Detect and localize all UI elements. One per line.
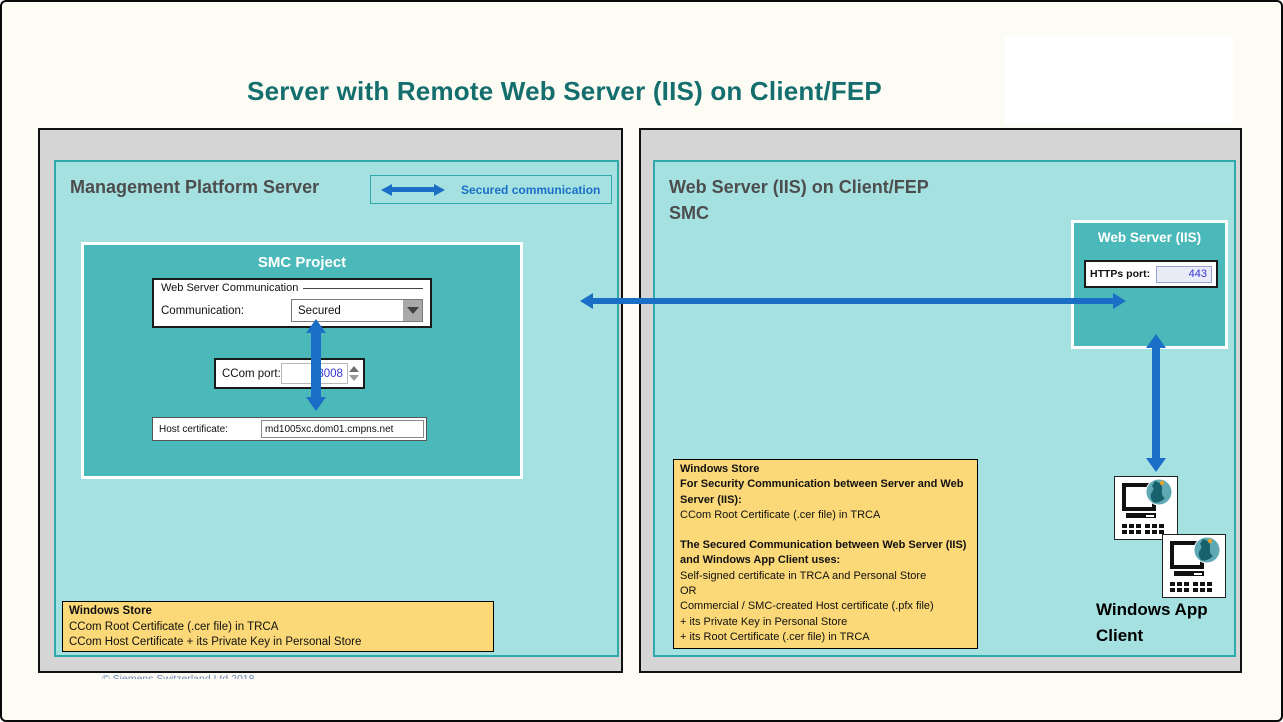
https-port-label: HTTPs port: [1090, 268, 1151, 280]
ccom-port-value: 8008 [317, 367, 343, 380]
web-server-client-panel: Web Server (IIS) on Client/FEP SMC Web S… [639, 128, 1242, 673]
store-line: Commercial / SMC-created Host certificat… [680, 600, 934, 613]
store-line: CCom Root Certificate (.cer file) in TRC… [69, 620, 279, 633]
store-line: The Secured Communication between Web Se… [680, 539, 967, 567]
smc-internal-arrow [306, 319, 326, 411]
communication-selected-value: Secured [298, 304, 341, 317]
https-port-value: 443 [1188, 268, 1207, 280]
host-certificate-box: Host certificate: md1005xc.dom01.cmpns.n… [152, 417, 427, 441]
store-title: Windows Store [69, 605, 152, 617]
https-port-input[interactable]: 443 [1156, 265, 1212, 283]
smc-project-box: SMC Project Web Server Communication Com… [81, 242, 523, 479]
management-platform-server-inner: Management Platform Server Secured commu… [54, 160, 619, 657]
chevron-down-icon[interactable] [401, 300, 422, 321]
webserver-client-arrow [1146, 334, 1166, 472]
store-line: OR [680, 585, 697, 598]
store-line: CCom Host Certificate + its Private Key … [69, 636, 362, 648]
spinner-control[interactable] [348, 363, 360, 384]
right-panel-title: Web Server (IIS) on Client/FEP SMC [669, 174, 929, 226]
legend-label: Secured communication [461, 182, 601, 197]
store-title: Windows Store [680, 463, 760, 475]
ccom-port-box: CCom port: 8008 [214, 358, 365, 389]
host-certificate-value: md1005xc.dom01.cmpns.net [265, 423, 394, 435]
smc-project-title: SMC Project [257, 254, 347, 271]
blank-note-box [1005, 37, 1233, 125]
store-line: + its Root Certificate (.cer file) in TR… [680, 630, 870, 643]
web-server-client-inner: Web Server (IIS) on Client/FEP SMC Web S… [653, 160, 1236, 657]
communication-label: Communication: [161, 304, 245, 317]
store-line: + its Private Key in Personal Store [680, 615, 848, 628]
windows-store-note-left: Windows Store CCom Root Certificate (.ce… [62, 601, 494, 652]
management-platform-server-panel: Management Platform Server Secured commu… [38, 128, 623, 673]
web-server-iis-title: Web Server (IIS) [1097, 230, 1202, 245]
web-server-communication-groupbox: Web Server Communication Communication: … [152, 278, 432, 328]
host-certificate-input[interactable]: md1005xc.dom01.cmpns.net [261, 420, 424, 438]
footer-copyright: © Siemens Switzerland Ltd 2018 [102, 673, 255, 679]
groupbox-rule [303, 287, 423, 289]
app-client-icon [1162, 534, 1226, 598]
secured-communication-arrow [580, 292, 1126, 309]
host-certificate-label: Host certificate: [159, 423, 228, 435]
windows-store-note-right: Windows Store For Security Communication… [673, 459, 978, 649]
store-spacer [680, 523, 971, 538]
communication-select[interactable]: Secured [291, 299, 423, 322]
store-line: For Security Communication between Serve… [680, 478, 964, 506]
ccom-port-label: CCom port: [222, 367, 281, 380]
store-line: CCom Root Certificate (.cer file) in TRC… [680, 508, 881, 521]
groupbox-label: Web Server Communication [161, 282, 299, 294]
right-panel-title-line1: Web Server (IIS) on Client/FEP [669, 177, 929, 197]
spinner-up-icon[interactable] [348, 366, 359, 372]
app-client-icon [1114, 476, 1178, 540]
groupbox-header: Web Server Communication [161, 282, 423, 294]
spinner-down-icon[interactable] [348, 375, 359, 381]
web-server-iis-box: Web Server (IIS) HTTPs port: 443 [1071, 220, 1228, 349]
windows-app-client-label: Windows App Client [1096, 600, 1208, 645]
double-arrow-icon [381, 183, 445, 196]
https-port-box: HTTPs port: 443 [1084, 260, 1218, 288]
page-title: Server with Remote Web Server (IIS) on C… [247, 76, 882, 106]
store-line: Self-signed certificate in TRCA and Pers… [680, 569, 927, 582]
right-panel-title-line2: SMC [669, 203, 709, 223]
left-panel-title: Management Platform Server [70, 177, 320, 197]
secured-communication-legend: Secured communication [370, 175, 612, 204]
